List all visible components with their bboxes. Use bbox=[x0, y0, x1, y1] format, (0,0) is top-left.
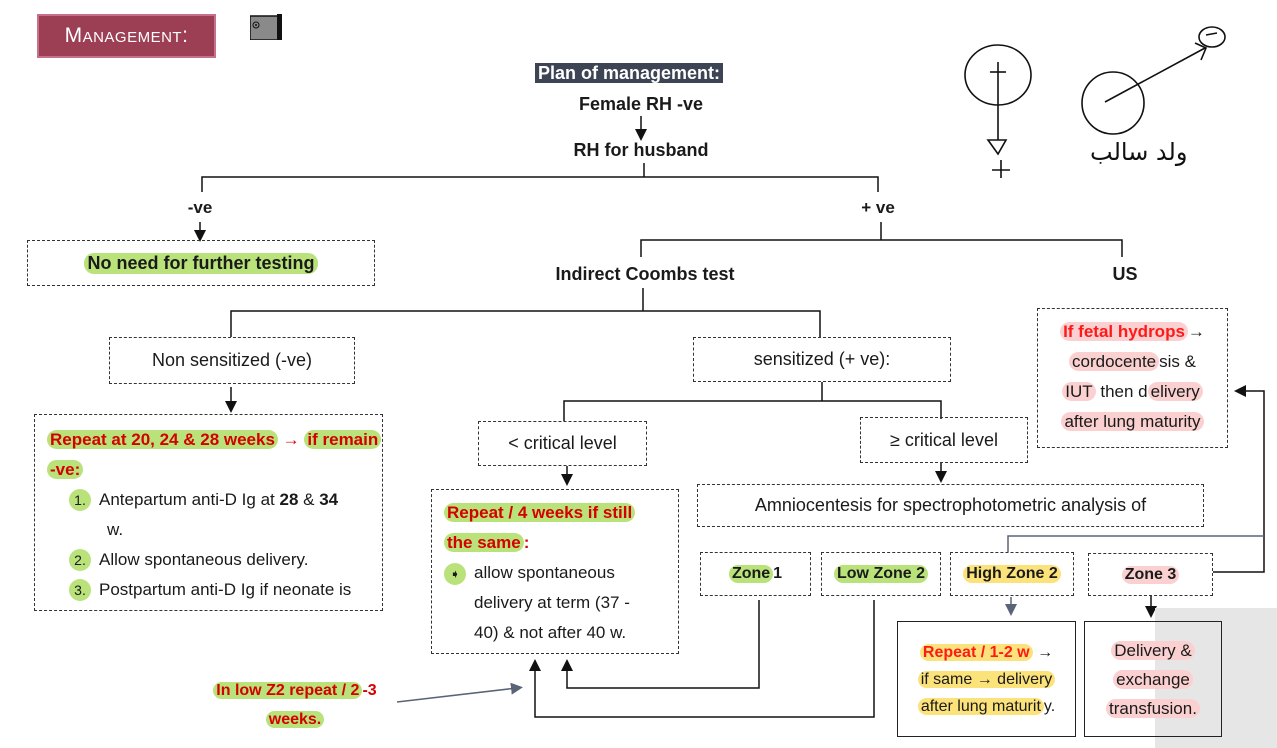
above-critical-box: ≥ critical level bbox=[860, 417, 1028, 463]
indirect-coombs-label: Indirect Coombs test bbox=[555, 263, 735, 284]
positive-label: + ve bbox=[861, 198, 895, 217]
low-zone2-note: In low Z2 repeat / 2-3 weeks. bbox=[195, 676, 395, 734]
connector-zone3-hydrops bbox=[1213, 385, 1265, 573]
us-label: US bbox=[1112, 263, 1138, 284]
high-zone-2-box: High Zone 2 bbox=[950, 552, 1074, 596]
handwritten-arabic-text: ولد سالب bbox=[1090, 138, 1187, 166]
list-item: 2.Allow spontaneous delivery. bbox=[47, 545, 382, 575]
repeat-heading: Repeat at 20, 24 & 28 weeks → if remain bbox=[47, 425, 382, 455]
handwritten-annotation: ولد سالب bbox=[964, 26, 1226, 178]
sensitized-box: sensitized (+ ve): bbox=[693, 337, 951, 382]
non-sensitized-details-box: Repeat at 20, 24 & 28 weeks → if remain … bbox=[34, 414, 383, 611]
connector-high-zone2 bbox=[1007, 535, 1264, 552]
negative-label: -ve bbox=[187, 198, 213, 217]
list-item: 3.Postpartum anti-D Ig if neonate is bbox=[47, 575, 382, 605]
below-critical-details-box: Repeat / 4 weeks if still the same: ➧all… bbox=[431, 489, 679, 654]
connector-low-zone2 bbox=[529, 600, 875, 718]
note-arrow bbox=[396, 682, 523, 703]
zone-1-box: Zone 1 bbox=[700, 552, 811, 596]
camera-icon[interactable] bbox=[249, 14, 282, 41]
husband-rh-label: RH for husband bbox=[573, 139, 709, 160]
zone-3-result-box: Delivery & exchange transfusion. bbox=[1084, 621, 1222, 737]
zone-3-box: Zone 3 bbox=[1088, 553, 1213, 596]
connector-zone1 bbox=[561, 600, 760, 689]
section-title: Management: bbox=[64, 24, 189, 47]
list-item: 1.Antepartum anti-D Ig at 28 & 34 bbox=[47, 485, 382, 515]
below-critical-box: < critical level bbox=[478, 421, 647, 466]
no-further-testing-box: No need for further testing bbox=[27, 240, 375, 286]
split-sensitized bbox=[563, 400, 942, 421]
split-coombs bbox=[230, 310, 821, 337]
female-rh-label: Female RH -ve bbox=[578, 93, 704, 114]
split-husband bbox=[201, 176, 879, 192]
hand-pointer-icon: ➧ bbox=[444, 563, 466, 585]
non-sensitized-box: Non sensitized (-ve) bbox=[109, 337, 355, 384]
high-zone-2-result-box: Repeat / 1-2 w → if same → delivery afte… bbox=[897, 621, 1076, 737]
neutral-circle-icon bbox=[1081, 71, 1145, 135]
low-zone-2-box: Low Zone 2 bbox=[821, 552, 941, 596]
arrow-line bbox=[1104, 47, 1206, 103]
split-positive bbox=[640, 239, 1123, 257]
section-title-badge: Management: bbox=[37, 14, 216, 58]
plan-title: Plan of management: bbox=[535, 60, 724, 86]
amniocentesis-box: Amniocentesis for spectrophotometric ana… bbox=[697, 484, 1204, 527]
